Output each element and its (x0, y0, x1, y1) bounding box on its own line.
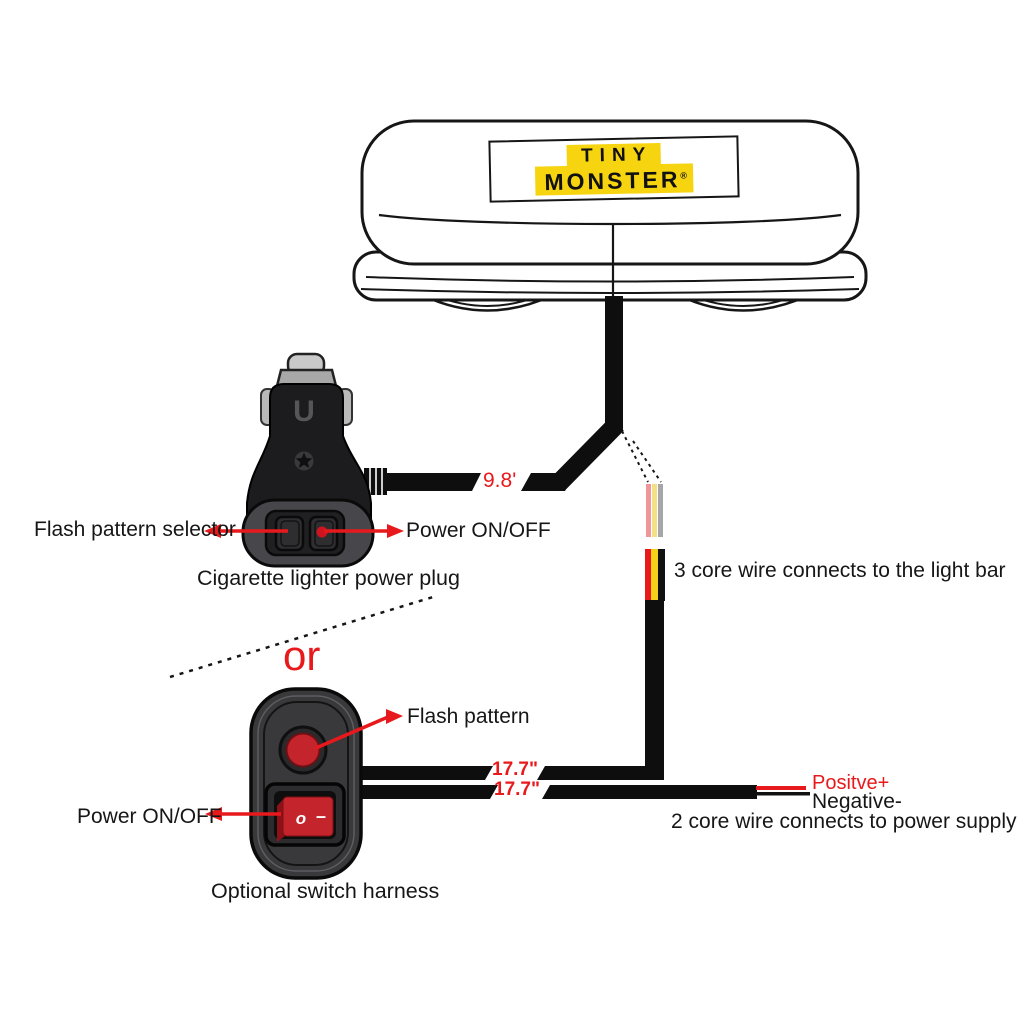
plug-power-label: Power ON/OFF (406, 519, 551, 542)
flash-pattern-selector-label: Flash pattern selector (34, 518, 236, 541)
rocker-off-mark: o (296, 809, 306, 828)
positive-label: Positve+ (812, 772, 890, 794)
negative-wire (756, 792, 810, 796)
plug-power-arrowhead-icon (387, 524, 404, 538)
wire-length-17-7-top: 17.7" (492, 759, 538, 780)
wire-length-17-7-bottom: 17.7" (494, 779, 540, 800)
callout-dash-1 (621, 430, 649, 483)
flash-selector-arrowhead-icon (204, 524, 221, 538)
wiring (169, 296, 810, 799)
two-core-note: 2 core wire connects to power supply (671, 810, 1017, 833)
switch-wire-bottom-right (542, 785, 757, 799)
switch-wire-bottom-left (358, 785, 498, 799)
negative-label: Negative- (812, 790, 902, 813)
switch-harness-caption: Optional switch harness (211, 879, 440, 903)
logo-line2: MONSTER® (535, 163, 694, 196)
switch-wire-top-right (537, 766, 664, 780)
plug-wire-right (521, 473, 575, 491)
switch-power-label: Power ON/OFF (77, 805, 222, 828)
flash-pattern-arrow (315, 715, 389, 750)
rocker-on-mark: – (316, 806, 326, 826)
logo-plate: TINY MONSTER® (488, 135, 740, 203)
plug-wire-left (386, 473, 481, 491)
rocker-switch (282, 796, 334, 837)
cigarette-plug-caption: Cigarette lighter power plug (197, 566, 460, 590)
screw-star-icon (295, 452, 313, 468)
callout-dash-2 (632, 440, 662, 483)
flash-pattern-label: Flash pattern (407, 705, 530, 728)
flash-selector-button (274, 515, 305, 552)
callout-arrows (204, 524, 404, 821)
registered-mark: ® (680, 170, 688, 181)
positive-wire (756, 786, 806, 790)
three-core-sheath (645, 600, 664, 780)
flash-pattern-arrowhead-icon (386, 709, 403, 724)
or-text: or (283, 632, 321, 679)
wire-length-9-8: 9.8' (483, 469, 517, 492)
three-core-sample-faded (646, 484, 663, 537)
cigarette-plug: U (241, 352, 375, 568)
plug-u-mark: U (293, 395, 315, 428)
switch-power-arrowhead-icon (205, 807, 222, 821)
three-core-note: 3 core wire connects to the light bar (674, 559, 1006, 582)
three-core-wire (645, 549, 665, 601)
flash-button (285, 732, 321, 768)
main-wire-vertical (605, 296, 623, 432)
switch-wire-top-left (358, 766, 493, 780)
switch-harness: o – (249, 687, 363, 880)
